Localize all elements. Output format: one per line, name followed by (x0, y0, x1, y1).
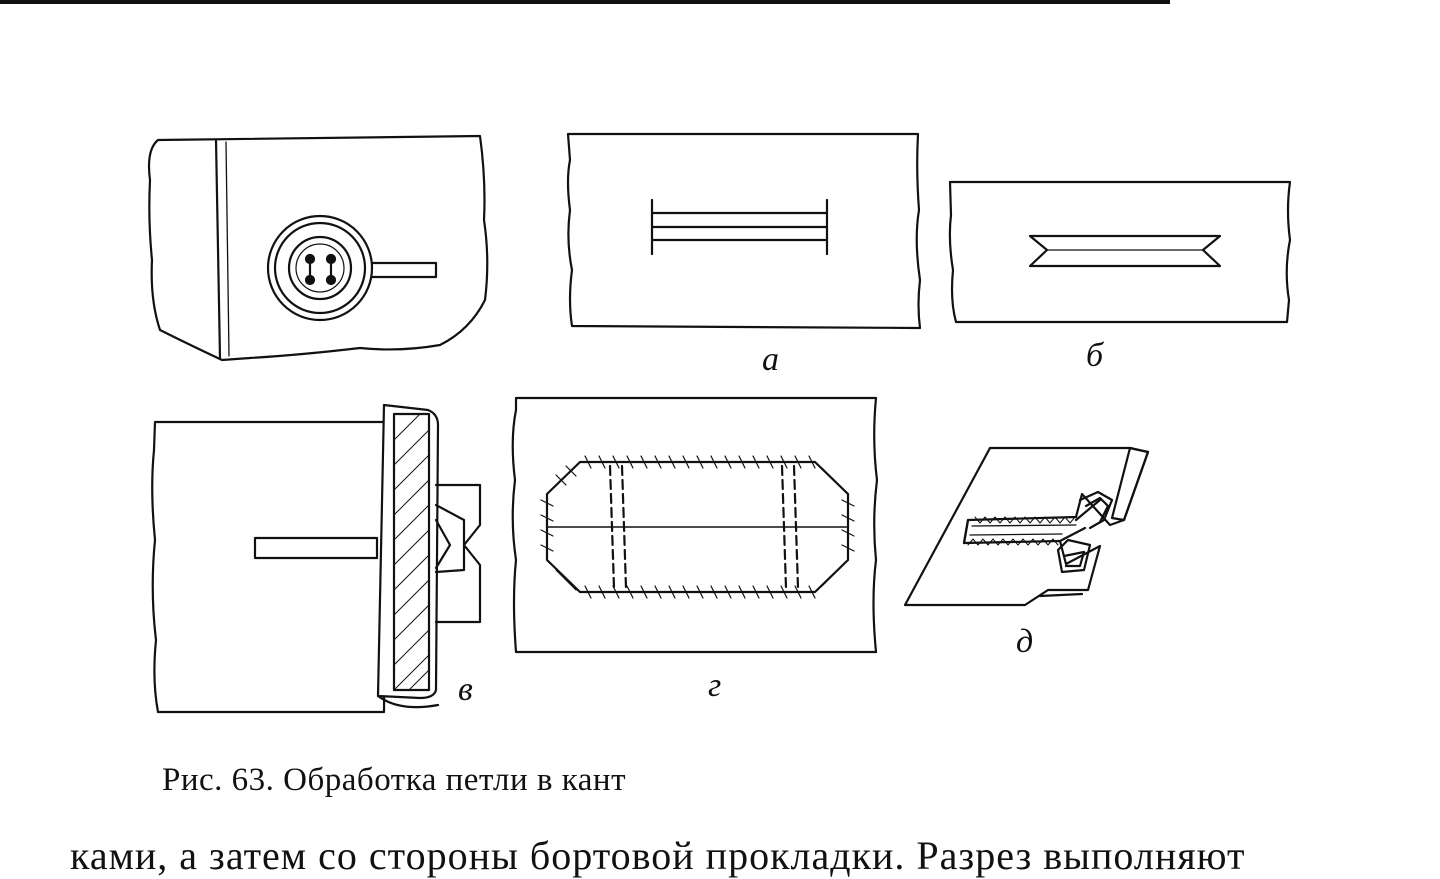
zigzag-stitches (967, 516, 1076, 546)
panel-g (511, 396, 879, 654)
panel-b (948, 180, 1292, 324)
label-g: г (708, 667, 721, 704)
label-v: в (458, 671, 473, 708)
hatching (393, 413, 430, 691)
panel-d (903, 446, 1150, 607)
figure-caption: Рис. 63. Обработка петли в кант (162, 762, 627, 798)
figure-63: а б в г д (147, 132, 1292, 714)
label-b: б (1086, 337, 1105, 374)
top-rule (0, 0, 1170, 4)
panel-v (151, 403, 482, 714)
label-d: д (1016, 623, 1033, 660)
label-a: а (762, 341, 779, 378)
panel-a (566, 132, 922, 330)
overcast-stitches (540, 455, 855, 599)
button-panel (147, 134, 489, 362)
body-text-line: ками, а затем со стороны бортовой прокла… (70, 833, 1246, 878)
